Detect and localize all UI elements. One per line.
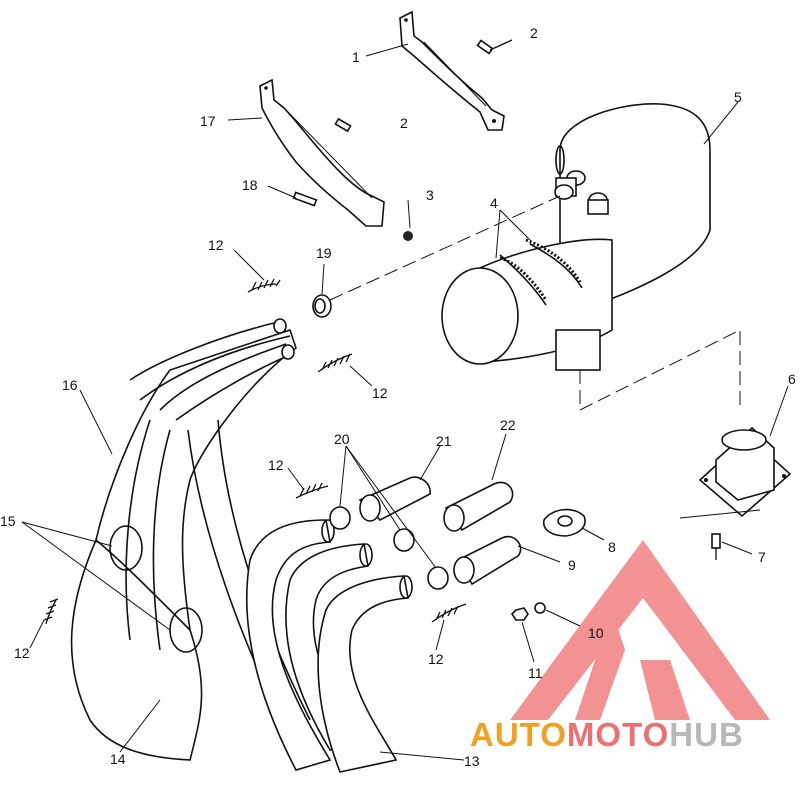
outlet-flange <box>698 426 792 518</box>
spring-12-mid <box>295 482 329 499</box>
screw-18 <box>292 191 318 207</box>
gasket-8 <box>542 508 586 537</box>
clamp-19 <box>312 294 332 318</box>
callout-1: 1 <box>352 49 360 65</box>
coupler-22 <box>443 481 514 532</box>
callout-9: 9 <box>568 557 576 573</box>
expansion-chamber <box>70 328 297 761</box>
callout-7: 7 <box>758 549 766 565</box>
callout-16: 16 <box>62 377 78 393</box>
svg-text:AUTOMOTOHUB: AUTOMOTOHUB <box>470 716 744 753</box>
nut-11 <box>510 607 529 621</box>
watermark-hub: HUB <box>669 716 744 753</box>
callout-17: 17 <box>200 113 216 129</box>
callout-2b: 2 <box>400 115 408 131</box>
coupler-21 <box>358 476 431 522</box>
muffler-weld-bands <box>499 238 582 301</box>
spring-12-left <box>43 598 59 625</box>
coupler-9 <box>453 535 522 586</box>
bolt-upper <box>476 39 513 55</box>
callout-14: 14 <box>110 751 126 767</box>
callout-12-bottom: 12 <box>428 651 444 667</box>
bolt-lower <box>334 117 352 133</box>
callout-6: 6 <box>788 371 796 387</box>
callout-20: 20 <box>334 431 350 447</box>
callout-18: 18 <box>242 177 258 193</box>
callout-11: 11 <box>528 665 543 681</box>
callout-22: 22 <box>500 417 516 433</box>
callout-13: 13 <box>464 753 480 769</box>
bracket-lower <box>259 78 385 227</box>
callout-4: 4 <box>490 195 498 211</box>
callout-5: 5 <box>734 89 742 105</box>
leader-lines <box>21 43 789 761</box>
callout-10: 10 <box>588 625 604 641</box>
exhaust-manifold-pipes <box>246 519 413 773</box>
watermark-logo <box>510 540 770 720</box>
callout-12-right: 12 <box>372 385 388 401</box>
callout-3: 3 <box>426 187 434 203</box>
callout-8: 8 <box>608 539 616 555</box>
muffler <box>441 103 711 371</box>
bracket-upper <box>399 10 505 131</box>
callout-labels: 1 2 2 3 4 5 6 7 8 9 10 11 12 12 12 12 12… <box>0 25 796 769</box>
callout-19: 19 <box>316 245 332 261</box>
bolt-7 <box>679 509 761 560</box>
callout-12-top: 12 <box>208 237 224 253</box>
watermark-auto: AUTO <box>470 716 567 753</box>
callout-15: 15 <box>0 513 16 529</box>
clamps-20 <box>329 506 449 590</box>
washer-10 <box>534 602 546 614</box>
nut-3 <box>403 231 413 241</box>
callout-21: 21 <box>436 433 452 449</box>
callout-2a: 2 <box>530 25 538 41</box>
spring-12-right <box>317 353 353 373</box>
callout-12-mid: 12 <box>268 457 284 473</box>
watermark-moto: MOTO <box>567 716 669 753</box>
callout-12-left: 12 <box>14 645 30 661</box>
muffler-inlet-pipes <box>554 170 609 215</box>
spring-12-bottom <box>431 603 467 623</box>
watermark-text: AUTOMOTOHUB <box>470 716 744 753</box>
spring-12-top <box>247 278 281 293</box>
